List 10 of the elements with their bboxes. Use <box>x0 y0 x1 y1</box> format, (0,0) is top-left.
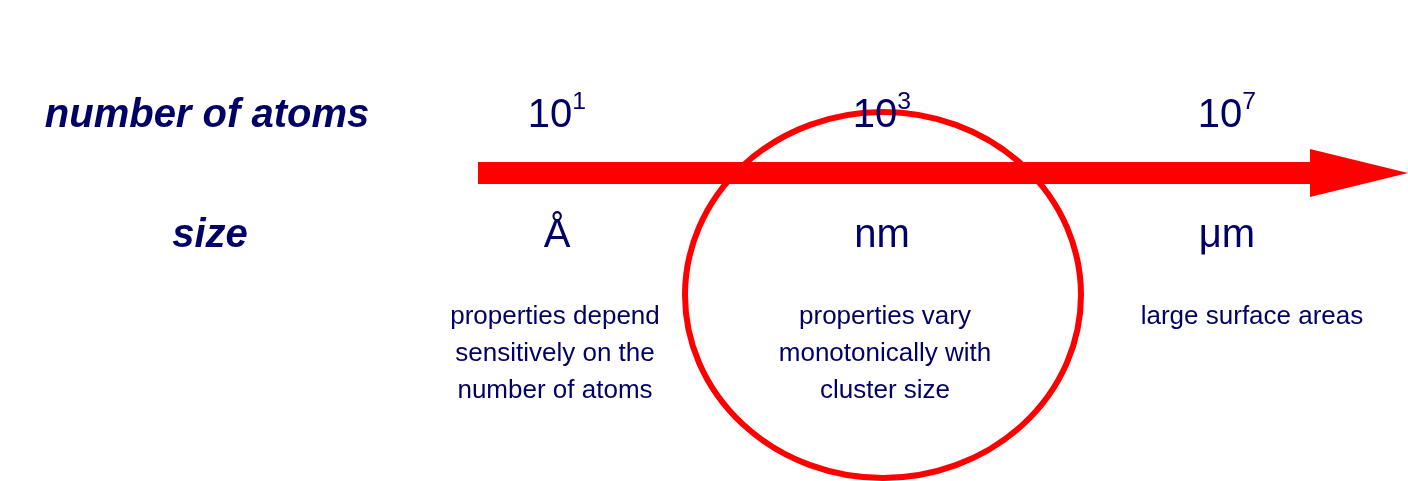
atom-count: 10$^{7}$ <box>1197 90 1257 136</box>
size-unit: Å <box>543 210 571 256</box>
description-text: properties depend sensitively on the number of atoms <box>449 298 661 406</box>
description-text: large surface areas <box>1139 298 1365 332</box>
atom-count: 10$^{1}$ <box>527 90 587 136</box>
size-unit: μm <box>1198 210 1256 256</box>
row-heading: number of atoms <box>44 90 370 136</box>
description-text: properties vary monotonically with cluster size <box>777 298 993 406</box>
size-unit: nm <box>854 210 910 256</box>
row-heading: size <box>172 210 248 256</box>
